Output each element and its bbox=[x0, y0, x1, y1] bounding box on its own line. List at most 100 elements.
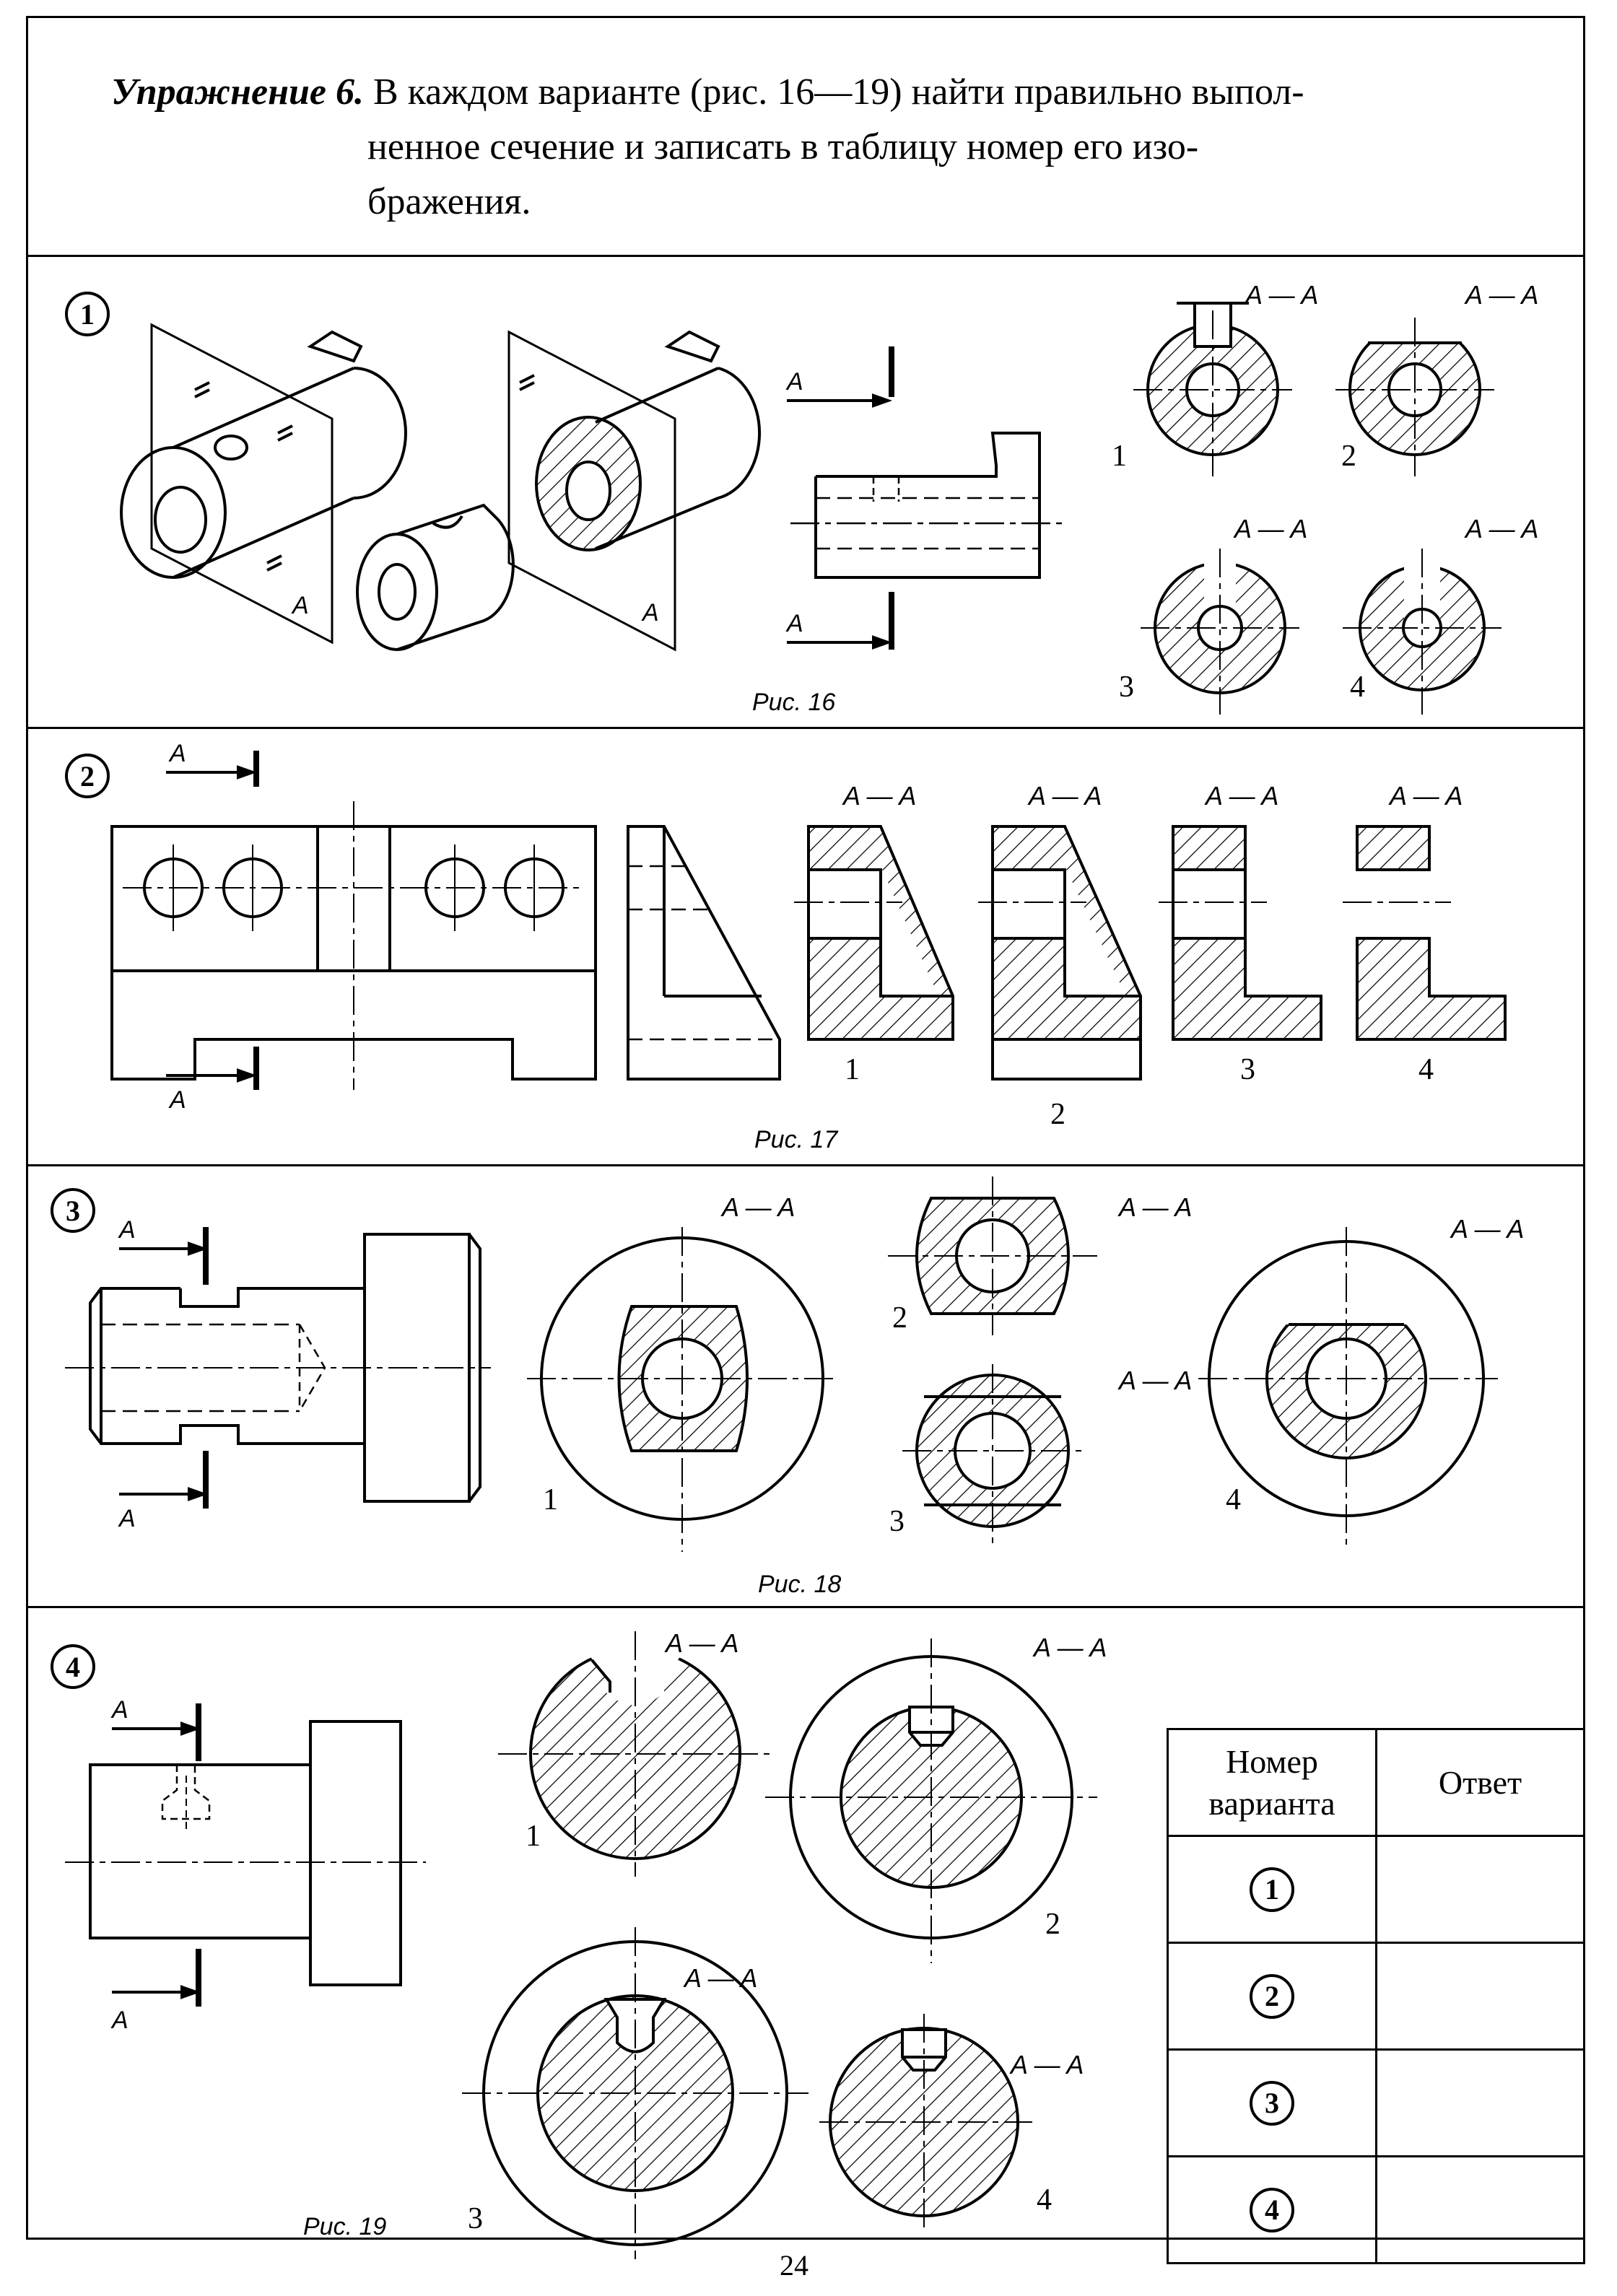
v3-option-1-label: A — A bbox=[722, 1192, 796, 1222]
figure-19-caption: Рис. 19 bbox=[303, 2213, 387, 2240]
exercise-text-line-1: В каждом варианте (рис. 16—19) найти пра… bbox=[372, 71, 1304, 113]
plane-label: A bbox=[291, 592, 309, 619]
option-4-drawing bbox=[819, 2014, 1032, 2230]
v1-option-4-number: 4 bbox=[1350, 671, 1365, 704]
variant-badge: 4 bbox=[1250, 2187, 1294, 2232]
variant-1-cut-piece bbox=[356, 503, 515, 651]
table-header-answer: Ответ bbox=[1375, 1728, 1585, 1837]
variant-1-sectioned-part: A bbox=[507, 330, 762, 652]
option-1-drawing bbox=[794, 825, 954, 1041]
v1-option-3-label: A — A bbox=[1234, 514, 1308, 544]
option-3-drawing bbox=[1159, 825, 1322, 1041]
v2-option-4-label: A — A bbox=[1390, 781, 1463, 811]
variant-3-panel bbox=[26, 1166, 1585, 1608]
option-4-drawing bbox=[1343, 825, 1507, 1041]
v1-option-1-number: 1 bbox=[1112, 440, 1127, 473]
table-row: 4 bbox=[1167, 2155, 1585, 2264]
variant-2-number: 2 bbox=[65, 754, 110, 798]
exercise-text-line-2: ненное сечение и записать в таблицу номе… bbox=[367, 126, 1199, 167]
v3-option-2-number: 2 bbox=[892, 1301, 907, 1335]
v3-option-4-label: A — A bbox=[1451, 1214, 1525, 1244]
v3-option-1-number: 1 bbox=[543, 1483, 558, 1516]
page-number: 24 bbox=[780, 2249, 808, 2282]
variant-1-front-view: A A bbox=[785, 346, 1065, 650]
v2-option-1-label: A — A bbox=[843, 781, 917, 811]
figure-17-caption: Рис. 17 bbox=[754, 1126, 838, 1153]
svg-text:A: A bbox=[168, 740, 186, 767]
table-header-variant: Номер варианта bbox=[1167, 1728, 1377, 1837]
variant-badge: 1 bbox=[1250, 1867, 1294, 1912]
option-2-drawing bbox=[978, 825, 1142, 1081]
option-1-drawing bbox=[1133, 302, 1292, 476]
option-3-drawing bbox=[1141, 549, 1299, 715]
exercise-header bbox=[26, 16, 1585, 257]
v2-option-4-number: 4 bbox=[1418, 1053, 1434, 1086]
variant-2-drawings: A A bbox=[110, 740, 1507, 1114]
answer-cell[interactable] bbox=[1375, 1942, 1585, 2051]
exercise-statement: Упражнение 6. В каждом варианте (рис. 16… bbox=[111, 65, 1526, 230]
v4-option-1-number: 1 bbox=[526, 1820, 541, 1853]
option-2-drawing bbox=[888, 1177, 1097, 1335]
svg-text:A: A bbox=[641, 599, 659, 627]
variant-badge: 2 bbox=[1250, 1973, 1294, 2019]
exercise-title: Упражнение 6. bbox=[111, 71, 364, 113]
answer-cell[interactable] bbox=[1375, 1835, 1585, 1944]
answer-cell[interactable] bbox=[1375, 2155, 1585, 2264]
option-4-drawing bbox=[1343, 549, 1502, 715]
variant-4-front-view: A A bbox=[65, 1696, 426, 2034]
v1-option-1-label: A — A bbox=[1245, 280, 1319, 310]
svg-text:A: A bbox=[118, 1505, 136, 1532]
variant-1-options bbox=[1133, 302, 1502, 715]
variant-badge: 3 bbox=[1250, 2080, 1294, 2126]
v2-option-2-label: A — A bbox=[1029, 781, 1102, 811]
exercise-text-line-3: бражения. bbox=[367, 181, 531, 222]
v2-option-2-number: 2 bbox=[1050, 1098, 1065, 1131]
table-row: 3 bbox=[1167, 2048, 1585, 2157]
svg-text:A: A bbox=[110, 2007, 128, 2034]
v2-option-3-label: A — A bbox=[1206, 781, 1279, 811]
v1-option-4-label: A — A bbox=[1465, 514, 1539, 544]
variant-4-number: 4 bbox=[51, 1644, 95, 1689]
v4-option-2-label: A — A bbox=[1034, 1633, 1107, 1662]
v4-option-3-number: 3 bbox=[468, 2202, 483, 2235]
variant-1-number: 1 bbox=[65, 292, 110, 336]
v4-option-4-number: 4 bbox=[1037, 2183, 1052, 2217]
option-2-drawing bbox=[765, 1638, 1097, 1963]
v4-option-4-label: A — A bbox=[1011, 2050, 1084, 2079]
svg-text:A: A bbox=[168, 1086, 186, 1114]
svg-text:A: A bbox=[110, 1696, 128, 1724]
variant-4-options bbox=[462, 1631, 1097, 2259]
option-1-drawing bbox=[527, 1227, 837, 1552]
svg-text:A: A bbox=[118, 1216, 136, 1244]
option-3-drawing bbox=[902, 1364, 1083, 1545]
v2-option-3-number: 3 bbox=[1240, 1053, 1255, 1086]
v3-option-2-label: A — A bbox=[1119, 1192, 1193, 1222]
option-3-drawing bbox=[462, 1927, 808, 2259]
variant-2-panel bbox=[26, 729, 1585, 1166]
v3-option-4-number: 4 bbox=[1226, 1483, 1241, 1516]
option-4-drawing bbox=[1198, 1227, 1498, 1545]
v1-option-3-number: 3 bbox=[1119, 671, 1134, 704]
v3-option-3-label: A — A bbox=[1119, 1366, 1193, 1395]
v2-option-1-number: 1 bbox=[845, 1053, 860, 1086]
v1-option-2-label: A — A bbox=[1465, 280, 1539, 310]
v4-option-3-label: A — A bbox=[684, 1963, 758, 1993]
variant-3-options bbox=[527, 1177, 1498, 1552]
v4-option-2-number: 2 bbox=[1045, 1908, 1060, 1941]
variant-3-front-view: A A bbox=[65, 1216, 491, 1532]
option-1-drawing bbox=[498, 1631, 772, 1877]
page-frame bbox=[26, 16, 1585, 2240]
table-row: 1 bbox=[1167, 1835, 1585, 1944]
variant-1-panel bbox=[26, 257, 1585, 729]
answer-table: Номер варианта Ответ 1 2 3 4 bbox=[1167, 1728, 1585, 2264]
v1-option-2-number: 2 bbox=[1341, 440, 1356, 473]
table-row: 2 bbox=[1167, 1942, 1585, 2051]
answer-cell[interactable] bbox=[1375, 2048, 1585, 2157]
variant-3-number: 3 bbox=[51, 1188, 95, 1233]
v3-option-3-number: 3 bbox=[889, 1505, 905, 1538]
svg-text:A: A bbox=[785, 610, 803, 637]
v4-option-1-label: A — A bbox=[666, 1628, 739, 1658]
variant-1-isometric-part: A bbox=[120, 323, 407, 645]
figure-18-caption: Рис. 18 bbox=[758, 1571, 842, 1598]
svg-text:A: A bbox=[785, 368, 803, 396]
